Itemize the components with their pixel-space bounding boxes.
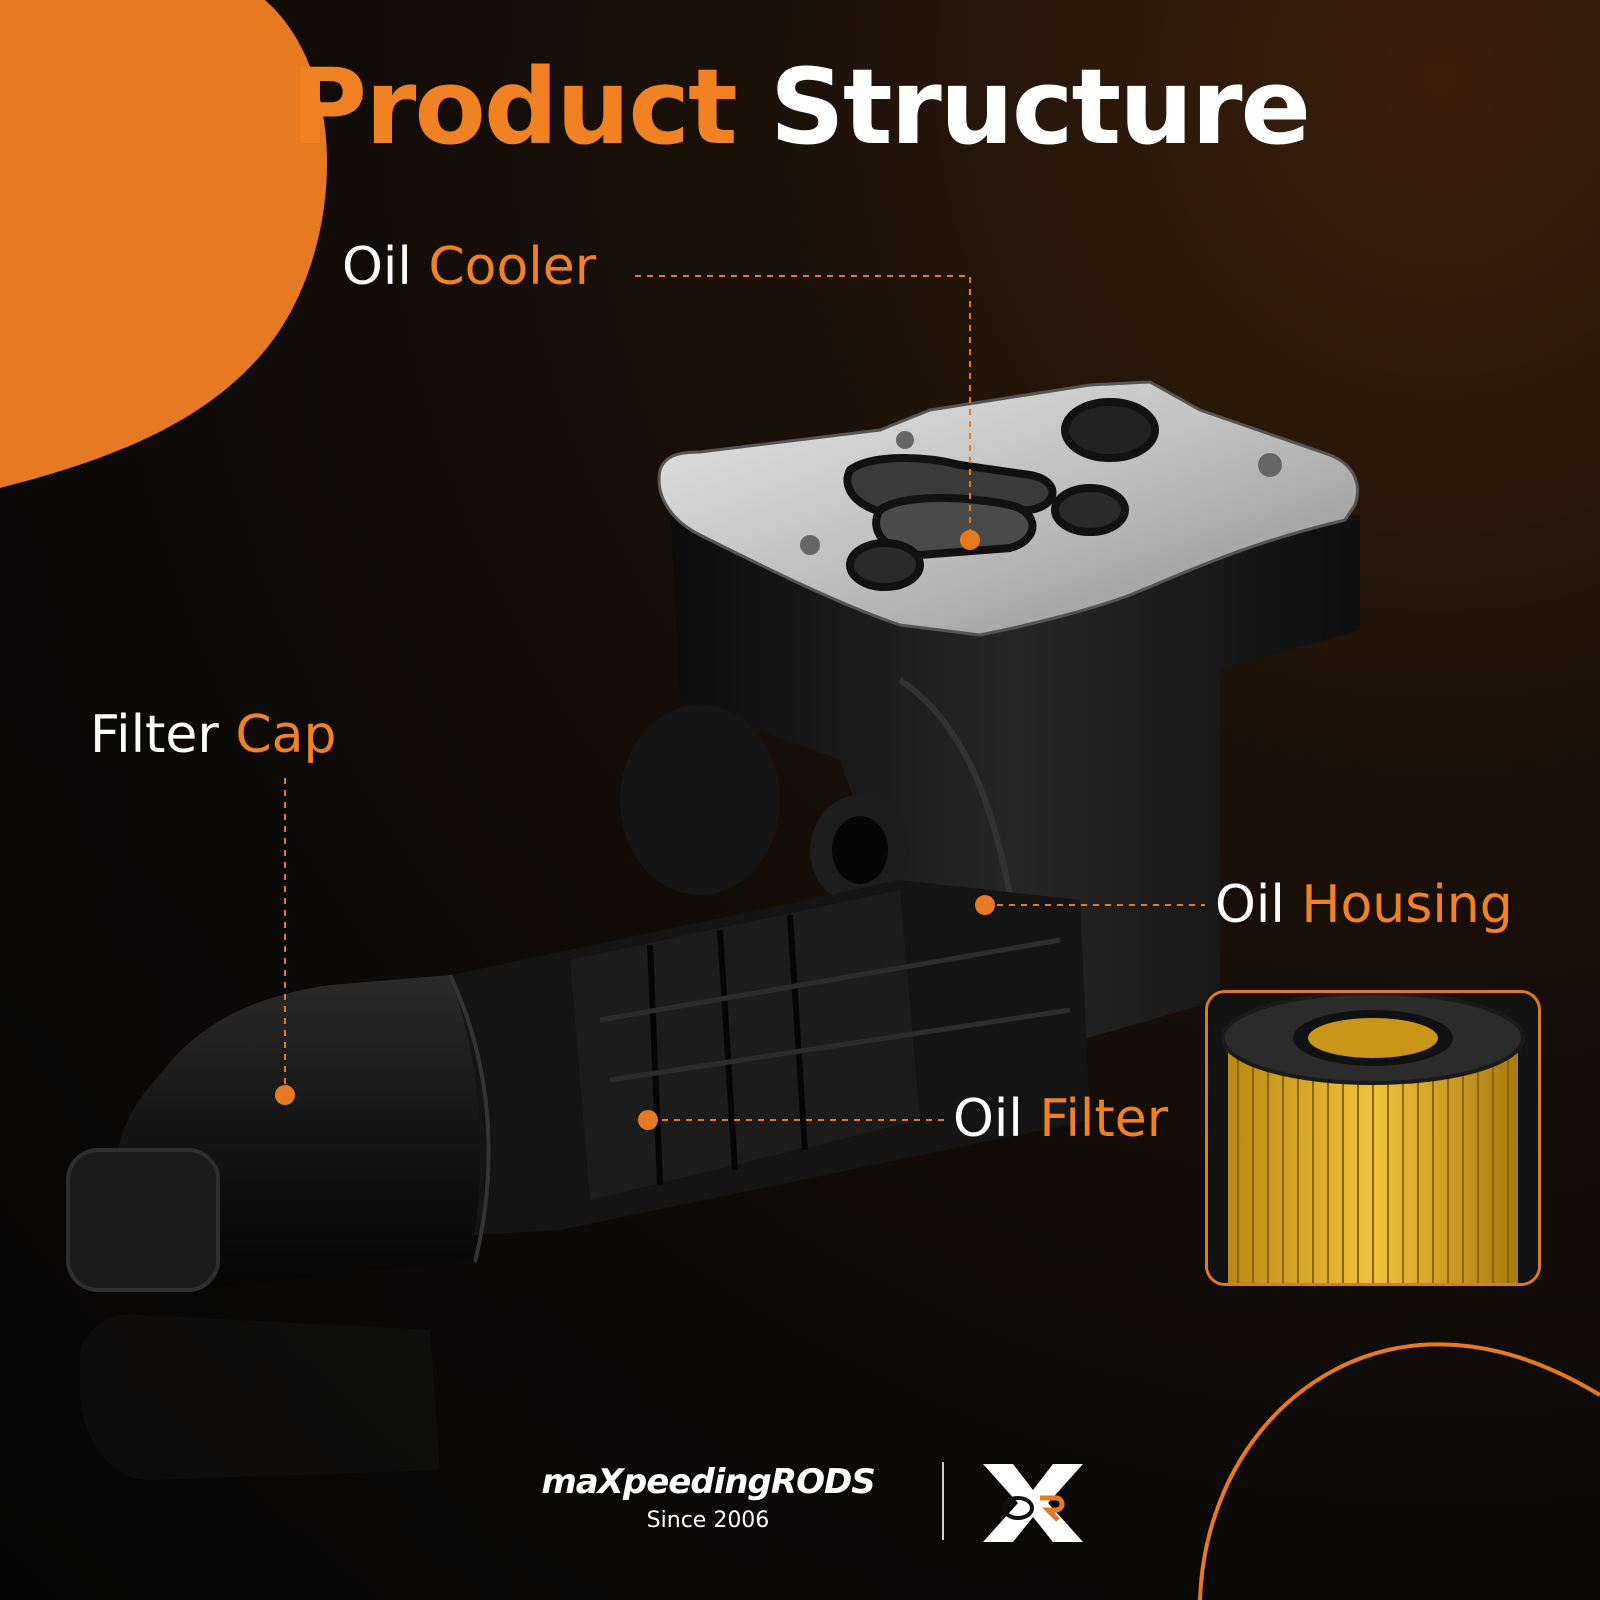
- filter-cap-label: Filter Cap: [90, 704, 337, 766]
- oil-cooler-dot-icon: [960, 530, 980, 550]
- logo-divider: [942, 1462, 944, 1540]
- filter-cap-shape: [66, 974, 491, 1292]
- callout-lines: [284, 275, 1205, 1121]
- oil-filter-label-white: Oil: [953, 1089, 1023, 1149]
- oil-cooler-plate-shape: [657, 380, 1360, 637]
- oil-filter-inset: [1205, 990, 1541, 1286]
- filter-cap-label-orange: Cap: [235, 705, 337, 765]
- orange-arc-shape: [1198, 1342, 1600, 1600]
- oil-housing-dot-icon: [975, 895, 995, 915]
- oil-cooler-leader-line: [635, 275, 971, 540]
- title-word-structure: Structure: [769, 46, 1311, 168]
- oil-cooler-label-orange: Cooler: [428, 237, 597, 297]
- oil-filter-label-orange: Filter: [1039, 1089, 1169, 1149]
- callout-dots: [275, 530, 995, 1130]
- oil-cooler-label-white: Oil: [342, 237, 412, 297]
- oil-filter-dot-icon: [638, 1110, 658, 1130]
- brand-logo: maXpeedingRODS Since 2006: [508, 1462, 908, 1533]
- oil-housing-label-orange: Housing: [1301, 875, 1513, 935]
- filter-cap-dot-icon: [275, 1085, 295, 1105]
- filter-cap-label-white: Filter: [90, 705, 219, 765]
- title-word-product: Product: [290, 46, 738, 168]
- oil-filter-label: Oil Filter: [953, 1088, 1168, 1150]
- brand-since: Since 2006: [646, 1508, 770, 1533]
- oil-housing-label-white: Oil: [1215, 875, 1285, 935]
- oil-housing-label: Oil Housing: [1215, 874, 1513, 936]
- x-logo-icon: [983, 1464, 1083, 1542]
- reflection-shape: [80, 1314, 440, 1480]
- oil-cooler-label: Oil Cooler: [342, 236, 596, 298]
- oil-housing-shape: [620, 500, 1360, 1040]
- brand-name: maXpeedingRODS: [541, 1462, 875, 1502]
- oil-filter-element-image: [1208, 993, 1538, 1283]
- page-title: Product Structure: [0, 42, 1600, 172]
- orange-blob-shape: [0, 0, 328, 488]
